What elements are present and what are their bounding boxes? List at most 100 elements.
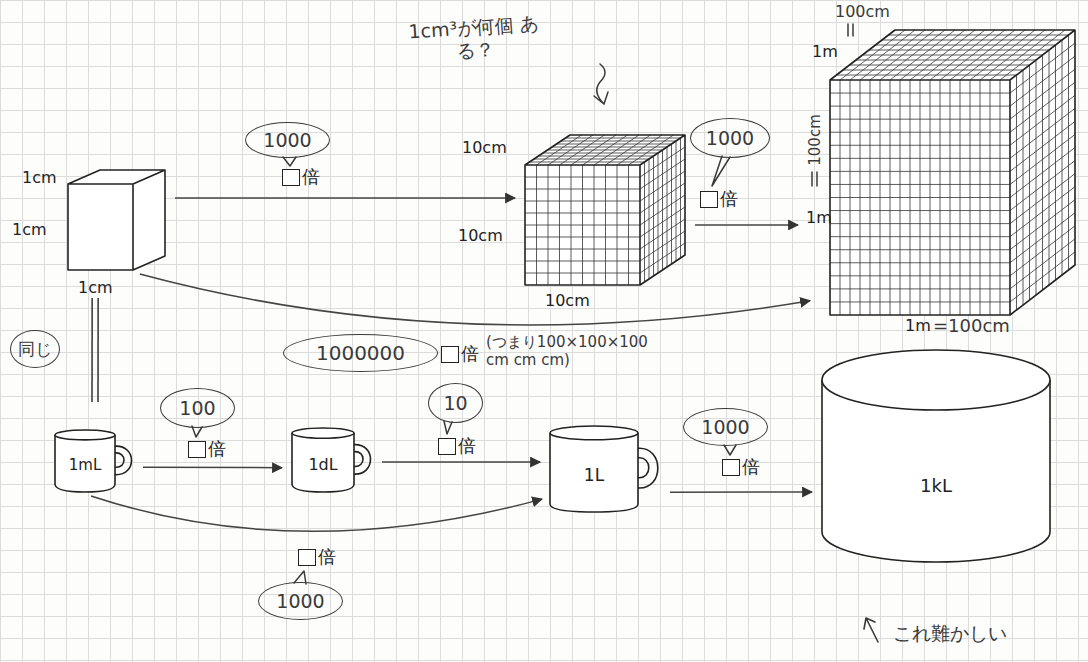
- equal-double-line: [92, 298, 98, 402]
- handwritten-answer: 1000: [706, 129, 754, 148]
- handwritten-note: 100cm: [806, 114, 824, 166]
- cup-rim: [55, 430, 115, 440]
- blank-times-label: 倍: [282, 168, 320, 186]
- handwritten-note: (つまり100×100×100 cm cm cm): [486, 333, 658, 369]
- arrow-line: [695, 224, 798, 226]
- handwritten-answer: 1000: [701, 418, 749, 437]
- cube-outline: [68, 170, 165, 270]
- arrow-connector: [143, 467, 282, 468]
- unit-label: 1kL: [920, 477, 952, 495]
- arrow-connector: [91, 496, 542, 531]
- handwritten-note: =100cm: [933, 315, 1010, 337]
- dimension-label: 10cm: [545, 293, 590, 309]
- volume-cube: 1cm1cm1cm: [68, 170, 165, 270]
- edge-label: 倍: [742, 458, 760, 476]
- answer-bubble: 100: [160, 388, 235, 428]
- answer-bubble: 10: [428, 383, 483, 423]
- arrow-connector: [670, 492, 812, 493]
- edge-label: 倍: [461, 345, 479, 363]
- arrow-connector: [695, 224, 798, 225]
- blank-times-label: 倍: [441, 345, 479, 363]
- handwritten-answer: 1000000: [316, 343, 405, 363]
- volume-cube-shape: [68, 170, 165, 270]
- answer-box: [282, 169, 300, 186]
- double-line-stroke: [91, 298, 93, 402]
- squiggle-arrow: [594, 64, 608, 104]
- edge-label: 倍: [208, 440, 226, 458]
- dimension-label: 1cm: [78, 280, 113, 296]
- cube-outline: [830, 30, 1075, 315]
- pointer-arrow: [864, 618, 878, 642]
- arrow-connector: [382, 461, 540, 462]
- answer-box: [438, 438, 456, 455]
- tank-cylinder: 1kL: [822, 350, 1050, 562]
- note-bubble: 同じ: [10, 330, 60, 368]
- arrow-line: [91, 496, 542, 531]
- handwritten-note: 100cm: [835, 2, 890, 21]
- answer-bubble: 1000: [258, 582, 343, 620]
- arrow-line: [382, 461, 540, 463]
- arrow-connector: [175, 198, 515, 199]
- cup-rim: [292, 428, 354, 438]
- blank-times-label: 倍: [700, 190, 738, 208]
- handwritten-answer: 1000: [276, 592, 324, 611]
- cup-handle: [354, 445, 371, 475]
- handwritten-answer: 10: [443, 394, 467, 413]
- cup-rim: [550, 426, 638, 440]
- cup-body: [550, 433, 638, 512]
- arrow-connector: [140, 274, 810, 325]
- volume-cube: 10cm10cm10cm: [525, 135, 685, 285]
- arrow-line: [143, 466, 282, 468]
- cup-handle: [638, 448, 658, 488]
- dimension-label: 1m: [806, 210, 832, 226]
- answer-box: [188, 441, 206, 458]
- tank-cylinder-shape: [822, 350, 1050, 562]
- edge-label: 同じ: [18, 341, 52, 358]
- handwritten-note: これ難かしい: [893, 622, 1007, 645]
- measuring-cup-shape: [550, 426, 662, 512]
- answer-box: [722, 459, 740, 476]
- cube-outline: [525, 135, 685, 285]
- answer-box: [441, 346, 459, 363]
- unit-label: 1L: [584, 467, 604, 484]
- measuring-cup: 1mL: [55, 430, 135, 492]
- edge-label: 倍: [720, 190, 738, 208]
- answer-box: [298, 549, 316, 566]
- answer-bubble: 1000: [245, 122, 330, 158]
- unit-label: 1mL: [69, 458, 102, 473]
- edge-label: 倍: [458, 437, 476, 455]
- cup-body: [55, 435, 115, 492]
- cube-grid: [830, 30, 1075, 315]
- measuring-cup: 1L: [550, 426, 662, 512]
- blank-times-label: 倍: [298, 548, 336, 566]
- volume-cube-shape: [525, 135, 685, 285]
- arrow-line: [140, 274, 810, 325]
- double-line-stroke: [97, 298, 99, 402]
- answer-bubble: 1000: [690, 118, 770, 158]
- handwritten-answer: 100: [179, 399, 215, 418]
- dimension-label: 10cm: [458, 228, 503, 244]
- cube-front: [68, 184, 133, 270]
- cube-side: [133, 170, 165, 270]
- blank-times-label: 倍: [438, 437, 476, 455]
- tank-rim: [822, 350, 1050, 410]
- handwritten-note: 1cm³が何個 ある？: [391, 10, 559, 67]
- handwritten-answer: 1000: [263, 131, 311, 150]
- measuring-cup: 1dL: [292, 428, 374, 492]
- volume-cube: 1m1m1m: [830, 30, 1075, 315]
- edge-label: 倍: [302, 168, 320, 186]
- dimension-label: 1cm: [12, 222, 47, 238]
- answer-bubble: 1000000: [283, 334, 438, 372]
- arrow-line: [670, 491, 812, 493]
- unit-label: 1dL: [308, 457, 337, 473]
- answer-box: [700, 191, 718, 208]
- edge-label: 倍: [318, 548, 336, 566]
- answer-bubble: 1000: [683, 408, 768, 446]
- dimension-label: 10cm: [462, 140, 507, 156]
- blank-times-label: 倍: [722, 458, 760, 476]
- dimension-label: 1m: [812, 44, 838, 60]
- arrow-line: [175, 197, 515, 199]
- cup-handle: [115, 446, 132, 475]
- dimension-label: 1m: [905, 318, 931, 334]
